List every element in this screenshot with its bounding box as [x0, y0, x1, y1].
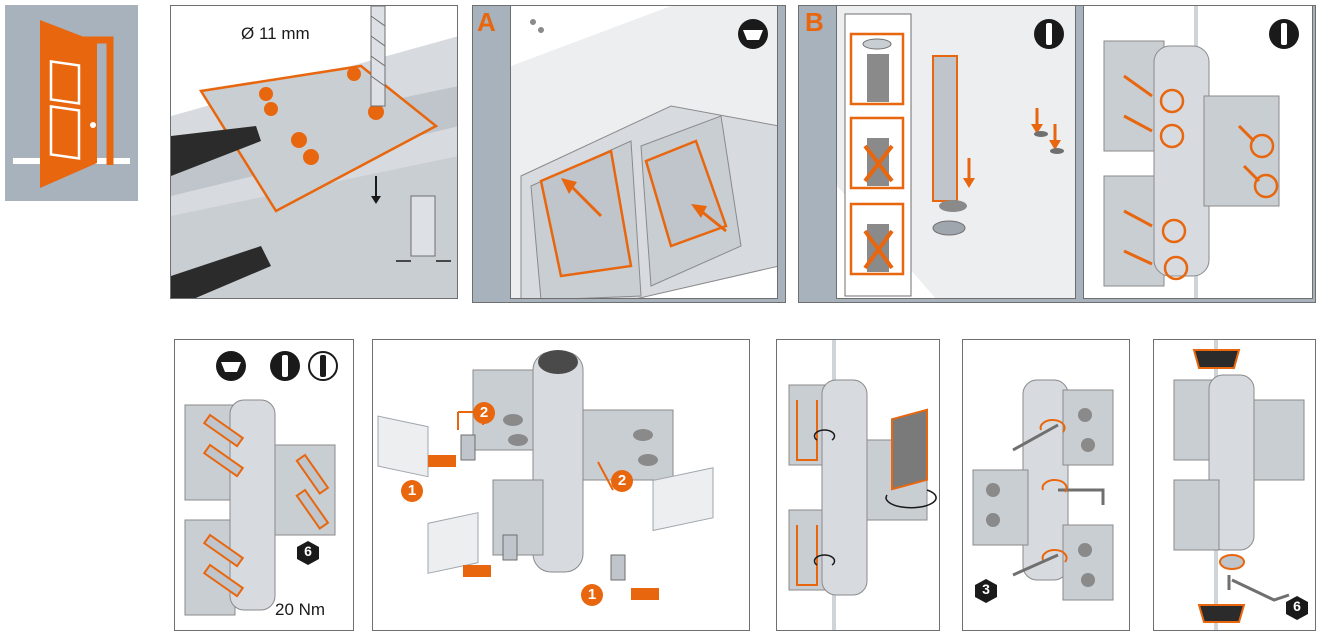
hex-key-3-label: 3 — [982, 581, 990, 597]
cylinder-head-icon — [270, 351, 300, 381]
hex-key-size-label: 6 — [304, 543, 312, 559]
hex-key-6-icon — [297, 541, 319, 565]
panel-b2-image — [1083, 5, 1313, 299]
door-symbol — [5, 5, 138, 201]
panel-a-letter: A — [477, 7, 496, 37]
caps-panel: 6 — [1153, 339, 1316, 631]
cylinder-head-icon — [1034, 19, 1064, 49]
step-1-badge: 1 — [401, 480, 423, 502]
adjustment-panel: 3 — [962, 339, 1130, 631]
cylinder-head-outline-icon — [308, 351, 338, 381]
panel-b-image — [836, 5, 1076, 299]
drill-diameter-label: Ø 11 mm — [241, 24, 310, 43]
hex-key-3-icon — [975, 579, 997, 603]
torque-label: 20 Nm — [275, 600, 326, 619]
countersunk-screw-icon — [738, 19, 768, 49]
cylinder-head-icon-2 — [1269, 19, 1299, 49]
hex-key-6-icon-2 — [1286, 596, 1308, 620]
screw-panel: 6 20 Nm — [174, 339, 354, 631]
hinge-assembly-panel: 2 1 2 1 — [372, 339, 750, 631]
step-1-badge: 1 — [581, 584, 603, 606]
drilling-panel: Ø 11 mm — [170, 5, 458, 299]
hex-key-6-label-2: 6 — [1293, 598, 1301, 614]
door-icon — [13, 20, 130, 188]
rotation-panel — [776, 339, 940, 631]
step-2-badge: 2 — [611, 470, 633, 492]
panel-a-image — [510, 5, 778, 299]
panel-b-letter: B — [805, 7, 824, 37]
step-2-badge: 2 — [473, 402, 495, 424]
countersunk-screw-icon — [216, 351, 246, 381]
